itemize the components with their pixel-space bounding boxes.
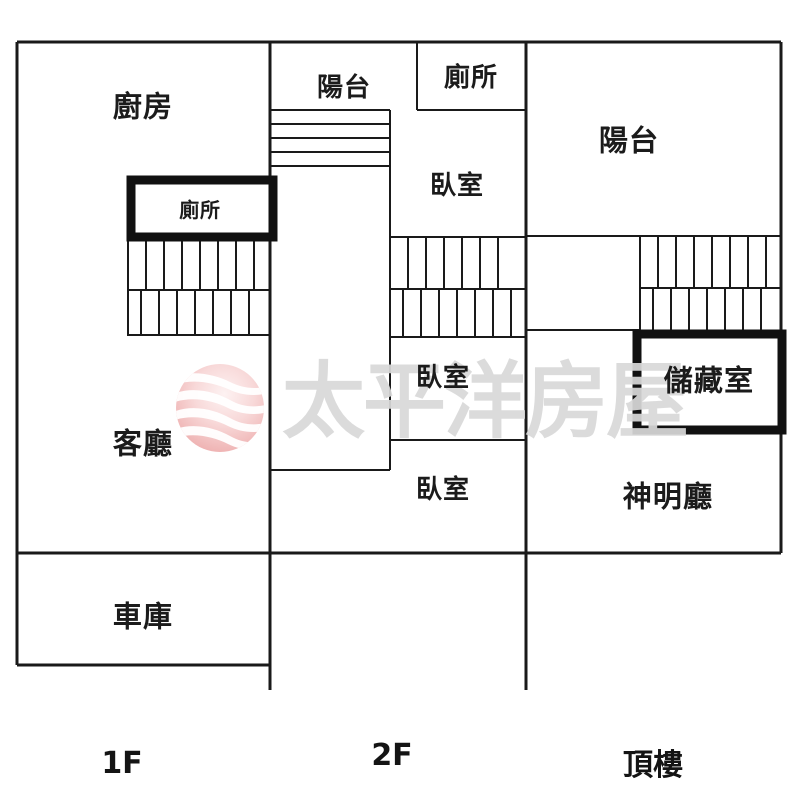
room-label-garage: 車庫: [112, 599, 174, 634]
floor-top-interior: [526, 235, 641, 331]
room-label-bedroom-3: 臥室: [415, 475, 471, 505]
floor-2f-outline: [270, 40, 526, 555]
storage-room-box: [632, 329, 787, 435]
room-label-bedroom-1: 臥室: [429, 171, 485, 201]
staircase-top-floor: [639, 235, 782, 335]
section-dividers: [268, 42, 528, 690]
room-label-toilet-2f: 廁所: [443, 63, 499, 93]
room-label-bedroom-2: 臥室: [415, 363, 471, 393]
room-label-storage-room: 儲藏室: [663, 363, 755, 398]
room-label-shrine-hall: 神明廳: [622, 479, 714, 514]
room-label-balcony-2f: 陽台: [316, 73, 372, 103]
toilet-1f-box: [126, 175, 278, 242]
room-label-kitchen: 廚房: [112, 89, 174, 124]
room-label-living-room: 客廳: [112, 426, 174, 461]
floor-caption-2f: 2F: [371, 738, 413, 773]
staircase-1f: [127, 239, 271, 336]
floor-caption-1f: 1F: [101, 746, 143, 781]
floor-2f-interior: [270, 42, 526, 471]
floor-caption-top: 頂樓: [623, 748, 683, 783]
floor-1f-outline: [15, 40, 270, 667]
room-label-toilet-1f: 廁所: [179, 198, 221, 222]
room-label-balcony-top: 陽台: [598, 123, 660, 158]
staircase-2f: [389, 236, 527, 338]
